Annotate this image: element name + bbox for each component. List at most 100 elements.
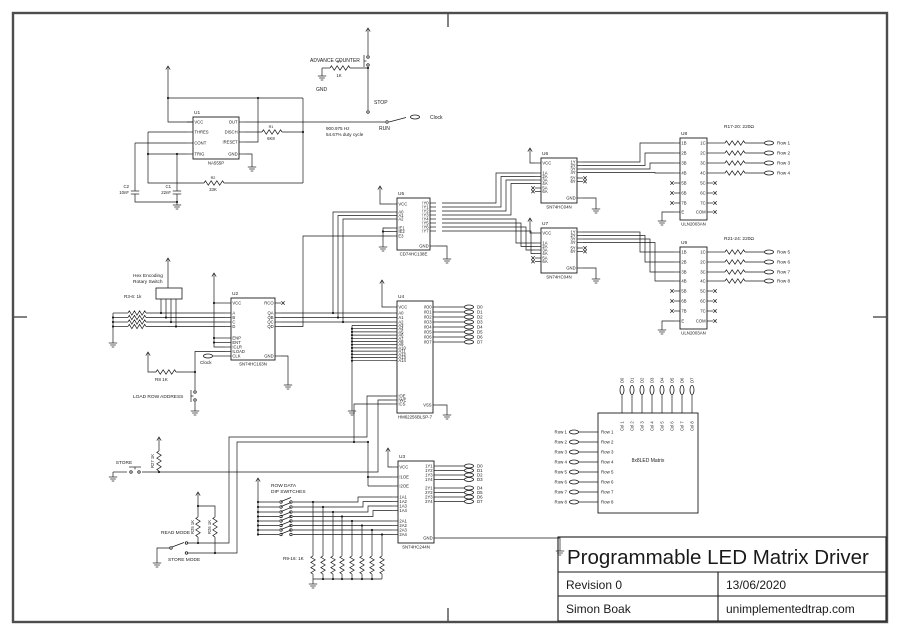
- pin-label: A13: [398, 355, 406, 360]
- terminal-label: D3: [477, 477, 483, 482]
- ref-label-u3: U3: [399, 454, 405, 460]
- ic-u4: [396, 300, 434, 414]
- wire: [188, 441, 368, 554]
- terminal: [463, 304, 474, 310]
- wire: [442, 230, 535, 254]
- row-data-label: ROW DATA: [271, 483, 297, 489]
- pin-label: 1A: [542, 241, 547, 246]
- wire: [713, 191, 717, 195]
- pin-label: I/O5: [424, 330, 433, 335]
- wire: [583, 162, 674, 170]
- pin-label: VCC: [398, 202, 407, 207]
- wire: [670, 181, 674, 185]
- ic-u5: [396, 197, 431, 251]
- wire: [280, 529, 292, 535]
- wire: [293, 496, 392, 503]
- matrix-row-label: Row 2: [601, 440, 614, 445]
- wire: [724, 150, 746, 156]
- matrix-label: 8x8LED Matrix: [632, 458, 665, 464]
- pin-label: 1Y3: [425, 473, 433, 478]
- wire: [245, 153, 253, 164]
- wire: [155, 369, 177, 375]
- pin-label: 7C: [700, 201, 705, 206]
- pin-label: !Y6: [422, 225, 429, 230]
- matrix-col-terminal-label: D7: [689, 377, 694, 383]
- junction-dot: [321, 577, 325, 581]
- duty-cycle-label: 54.67% duty cycle: [326, 132, 364, 137]
- pin-label: I/O4: [424, 325, 433, 330]
- part-label-u2: SN74HC163N: [239, 362, 267, 367]
- pin-label: !1OE: [399, 475, 409, 480]
- junction-dot: [111, 316, 115, 319]
- ic-u3: [397, 460, 435, 544]
- matrix-row-label: Row 3: [601, 450, 614, 455]
- switch-contact: [385, 120, 389, 124]
- pin-label: E: [681, 210, 684, 215]
- terminal-label: Row 2: [777, 151, 790, 156]
- pin-label: GND: [264, 354, 273, 359]
- junction-dot: [256, 96, 260, 100]
- matrix-row-terminal-label: Row 6: [555, 480, 568, 485]
- label: 10nF: [119, 190, 129, 195]
- matrix-col-label: Col 2: [629, 421, 634, 431]
- pin-label: 6A: [542, 189, 547, 194]
- revision-label: Revision 0: [566, 578, 622, 592]
- part-label-u3: SN74HC244N: [402, 545, 430, 550]
- terminal: [463, 334, 474, 340]
- pin-label: 2A4: [399, 532, 407, 537]
- label: R1: [269, 125, 274, 129]
- wire: [198, 505, 216, 517]
- terminal-label: D0: [477, 464, 483, 469]
- wire: [310, 555, 316, 575]
- pin-label: CONT: [194, 141, 206, 146]
- wire: [661, 320, 674, 327]
- wire: [167, 74, 193, 123]
- wire: [379, 279, 385, 284]
- matrix-row-label: Row 6: [601, 480, 614, 485]
- pin-label: 2A1: [399, 519, 407, 524]
- wire: [280, 511, 292, 517]
- matrix-row-label: Row 8: [601, 500, 614, 505]
- store-label: STORE: [116, 460, 132, 466]
- terminal-label: D4: [477, 325, 483, 330]
- wire: [583, 238, 674, 273]
- pin-label: 2Y: [570, 233, 575, 238]
- matrix-row-label: Row 7: [601, 490, 614, 495]
- terminal: [659, 384, 665, 395]
- pin-label: 3B: [681, 161, 686, 166]
- pin-label: 4B: [681, 279, 686, 284]
- pin-label: GND: [566, 196, 575, 201]
- wire: [165, 257, 171, 262]
- wire: [713, 201, 717, 205]
- wire: [583, 235, 674, 263]
- wire: [349, 555, 355, 575]
- pin-label: GND: [419, 244, 428, 249]
- wire: [713, 210, 717, 214]
- pin-label: 7B: [681, 201, 686, 206]
- wire: [359, 555, 365, 575]
- pin-label: 4C: [700, 279, 705, 284]
- matrix-col-label: Col 3: [639, 421, 644, 431]
- junction-dot: [350, 577, 354, 581]
- pin-label: A6: [398, 333, 404, 338]
- pin-label: !CLR: [232, 345, 242, 350]
- pin-label: !RESET: [222, 140, 238, 145]
- date-label: 13/06/2020: [726, 578, 786, 592]
- wire: [293, 501, 392, 508]
- wire: [281, 301, 285, 305]
- pin-label: E: [681, 319, 684, 324]
- pin-label: A2: [398, 217, 404, 222]
- switch-contact: [137, 470, 141, 474]
- wire: [670, 289, 674, 293]
- wire: [583, 176, 587, 180]
- terminal-label: Row 1: [777, 141, 790, 146]
- pin-label: !WE: [398, 398, 406, 403]
- pin-label: 1Y: [570, 230, 575, 235]
- wire: [127, 310, 147, 316]
- pin-label: 6C: [700, 299, 705, 304]
- matrix-col-terminal-label: D0: [619, 377, 624, 383]
- terminal: [463, 314, 474, 320]
- pin-label: 4C: [700, 171, 705, 176]
